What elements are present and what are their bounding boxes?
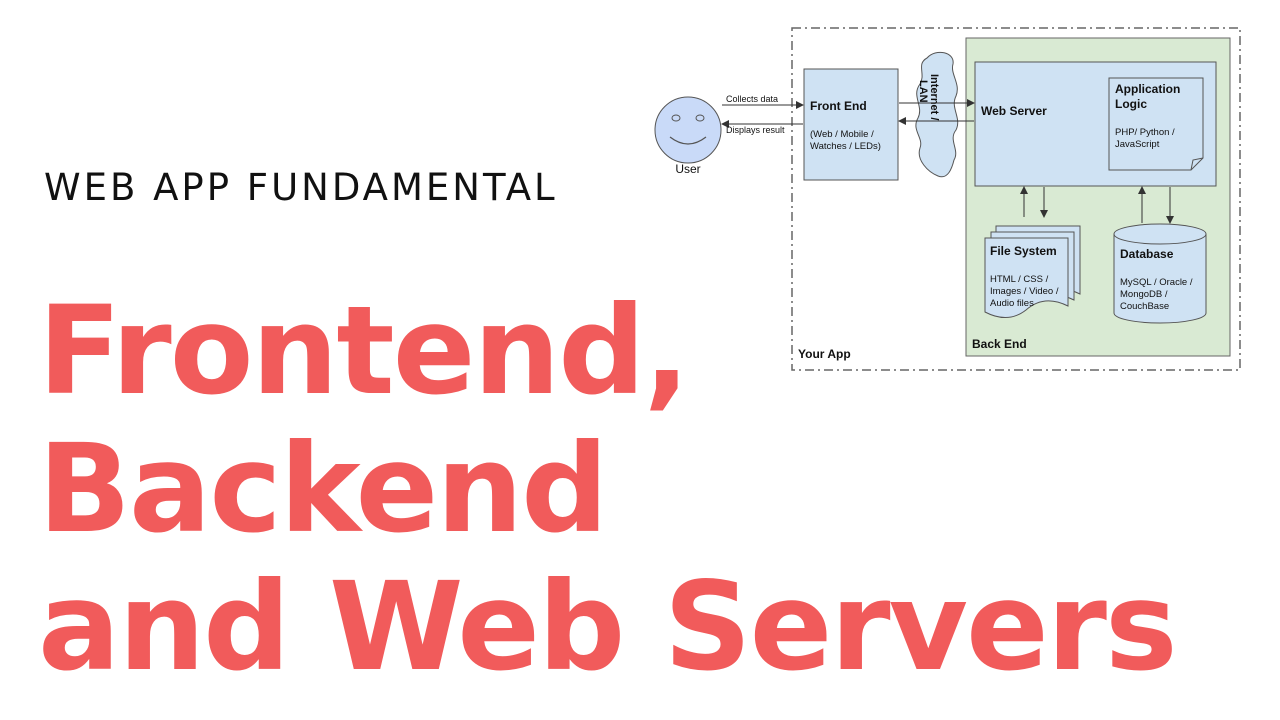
filesystem-desc-2: Images / Video / bbox=[990, 286, 1059, 297]
page-title: Frontend, Backend and Web Servers bbox=[38, 280, 1178, 698]
title-line-3: and Web Servers bbox=[38, 556, 1178, 698]
your-app-frame bbox=[791, 27, 1241, 371]
network-label-2: LAN bbox=[917, 80, 929, 103]
database-desc-3: CouchBase bbox=[1120, 301, 1169, 312]
cloud-icon bbox=[915, 51, 959, 178]
subtitle: WEB APP FUNDAMENTAL bbox=[44, 166, 558, 209]
applogic-desc-1: PHP/ Python / bbox=[1115, 127, 1175, 138]
title-line-2: Backend bbox=[38, 418, 608, 560]
webserver-title: Web Server bbox=[981, 104, 1047, 118]
filesystem-stack bbox=[984, 225, 1081, 318]
backend-label: Back End bbox=[972, 337, 1027, 351]
frontend-title: Front End bbox=[810, 99, 867, 113]
database-title: Database bbox=[1120, 247, 1174, 261]
filesystem-title: File System bbox=[990, 244, 1057, 258]
title-line-1: Frontend, bbox=[38, 280, 690, 422]
database-desc-1: MySQL / Oracle / bbox=[1120, 277, 1193, 288]
database-cylinder bbox=[1113, 223, 1207, 324]
displays-label: Displays result bbox=[726, 125, 785, 135]
filesystem-desc-3: Audio files bbox=[990, 298, 1034, 309]
architecture-diagram: User Collects data Displays result Front… bbox=[654, 27, 1241, 371]
filesystem-desc-1: HTML / CSS / bbox=[990, 274, 1049, 285]
applogic-title-1: Application bbox=[1115, 82, 1180, 96]
network-label-1: Internet / bbox=[928, 74, 940, 120]
your-app-label: Your App bbox=[798, 347, 851, 361]
frontend-desc-2: Watches / LEDs) bbox=[810, 141, 881, 152]
applogic-desc-2: JavaScript bbox=[1115, 139, 1160, 150]
user-label: User bbox=[675, 162, 700, 176]
collects-label: Collects data bbox=[726, 94, 778, 104]
applogic-doc bbox=[1108, 77, 1204, 171]
database-desc-2: MongoDB / bbox=[1120, 289, 1168, 300]
user-icon bbox=[654, 96, 722, 164]
frontend-box bbox=[803, 68, 899, 181]
applogic-title-2: Logic bbox=[1115, 97, 1147, 111]
frontend-desc-1: (Web / Mobile / bbox=[810, 129, 874, 140]
